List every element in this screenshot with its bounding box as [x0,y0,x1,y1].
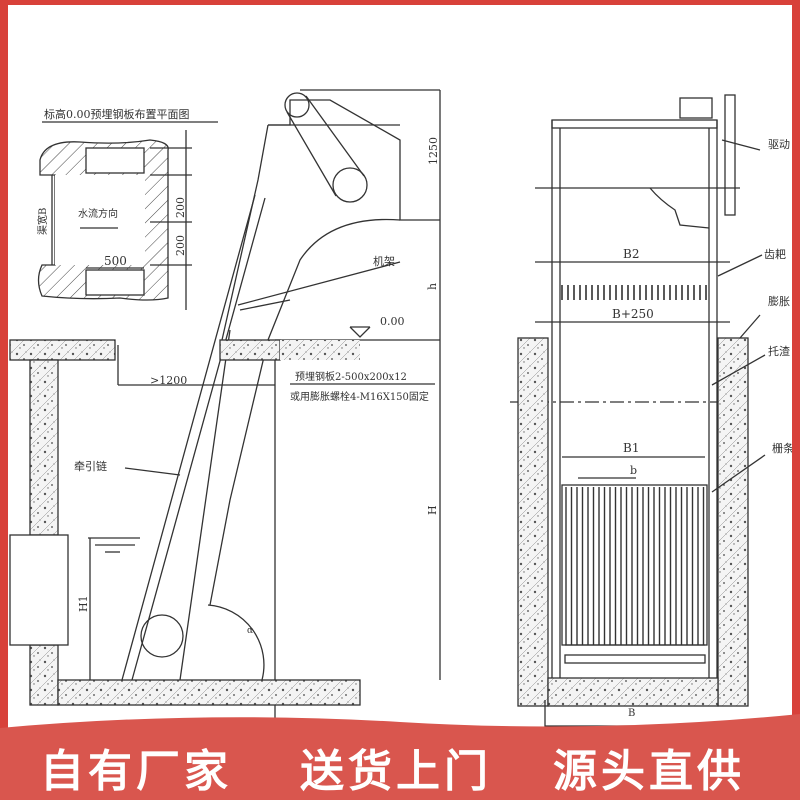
angle-label: α [247,626,253,636]
chain-label: 牵引链 [74,459,107,473]
promo-banner [0,714,800,800]
frame-top [0,0,800,5]
channel-width-label: 渠宽B [36,208,49,235]
frame-label: 机架 [373,254,395,268]
dim-B2: B2 [623,247,639,261]
dim-1200: >1200 [150,374,187,387]
frame-left [0,0,8,800]
plan-title: 标高0.00预埋钢板布置平面图 [44,107,190,121]
dim-200-bottom: 200 [174,235,187,256]
dim-h: h [426,283,439,290]
callout-slag-tray: 托渣 [768,344,790,358]
callout-bars: 栅条 [772,441,794,455]
dim-B: B [628,708,635,719]
screen-bars [565,487,705,645]
dim-500: 500 [104,254,127,268]
dim-B250: B+250 [612,307,654,321]
embedded-plate-label: 预埋钢板2-500x200x12 [295,370,407,383]
dim-B1: B1 [623,441,639,455]
anchor-bolt-label: 或用膨胀螺栓4-M16X150固定 [290,390,429,403]
flow-direction-label: 水流方向 [78,207,118,220]
callout-expansion: 膨胀 [768,294,790,308]
dim-1250: 1250 [427,137,440,165]
rake-teeth [561,285,707,300]
dim-H: H [426,505,439,515]
dim-b: b [630,464,637,477]
slogan-direct-supply: 源头直供 [553,746,745,797]
dim-H1: H1 [77,595,90,612]
dim-200-top: 200 [174,197,187,218]
elevation-label: 0.00 [380,315,405,328]
callout-drive: 驱动 [768,138,790,151]
slogan-own-factory: 自有厂家 [40,746,232,797]
frame-right [792,0,800,800]
slogan-delivery: 送货上门 [300,746,492,797]
callout-rake: 齿耙 [764,248,786,261]
